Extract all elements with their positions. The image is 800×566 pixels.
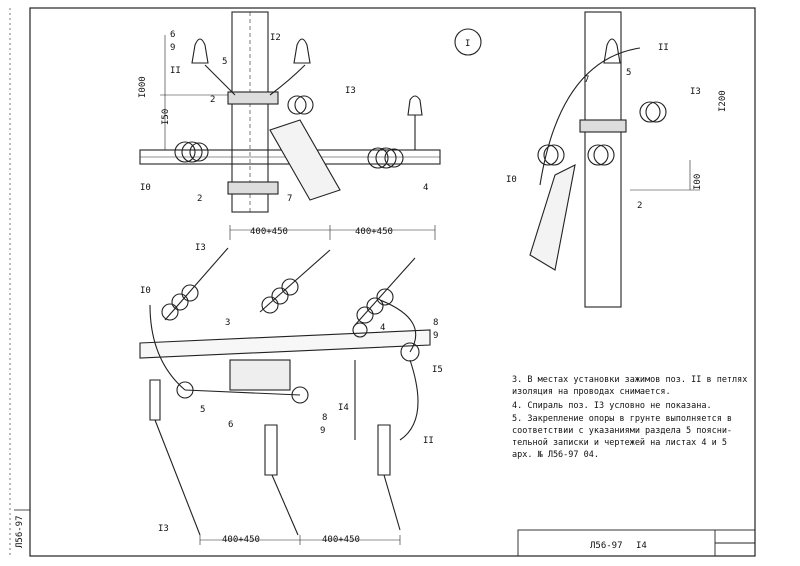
detail-marker: I	[465, 39, 470, 49]
pos-2b: 2	[197, 194, 202, 204]
pos-2a: 2	[210, 95, 215, 105]
pos-7: 7	[287, 194, 292, 204]
pos-13: I3	[345, 86, 356, 96]
pos-9: 9	[170, 43, 175, 53]
note-line-3: 5. Закрепление опоры в грунте выполняетс…	[512, 414, 732, 424]
pos-6: 6	[170, 30, 175, 40]
note-line-1: изоляция на проводах снимается.	[512, 387, 671, 397]
view-top-left	[139, 11, 441, 213]
title-stamp	[517, 529, 756, 557]
pos-6-p: 6	[228, 420, 233, 430]
dim-150: I50	[161, 109, 171, 125]
note-line-2: 4. Спираль поз. I3 условно не показана.	[512, 401, 712, 411]
detail-marker-circle	[454, 28, 482, 56]
note-line-0: 3. В местах установки зажимов поз. II в …	[512, 375, 747, 385]
pos-2-r: 2	[637, 201, 642, 211]
sheet-frame	[9, 7, 756, 557]
note-line-6: арх. № Л56-97 04.	[512, 450, 599, 460]
stamp-code: Л56-97	[590, 541, 623, 551]
pos-14-p: I4	[338, 403, 349, 413]
pos-13-p: I3	[195, 243, 206, 253]
stamp-sheet: I4	[636, 541, 647, 551]
view-plan-labels: 400+450 400+450 I3 I0 3 4 8 9 I5 5 6 8 9…	[140, 227, 443, 545]
pos-11-r: II	[658, 43, 669, 53]
view-top-right-labels: II 5 7 I3 I0 2 I200 I00	[506, 43, 728, 211]
dim-span-br: 400+450	[322, 535, 360, 545]
view-plan	[139, 225, 436, 545]
pos-11-p: II	[423, 436, 434, 446]
pos-8-p: 8	[433, 318, 438, 328]
pos-10-p: I0	[140, 286, 151, 296]
dim-1000: I000	[138, 76, 148, 98]
note-line-5: тельной записки и чертежей на листах 4 и…	[512, 438, 727, 448]
pos-4: 4	[423, 183, 428, 193]
dim-100: I00	[693, 174, 703, 190]
notes: 3. В местах установки зажимов поз. II в …	[512, 375, 747, 460]
note-line-4: соответствии с указаниями раздела 5 пояс…	[512, 426, 732, 436]
pos-9b-p: 9	[320, 426, 325, 436]
pos-13b-p: I3	[158, 524, 169, 534]
side-code: Л56-97	[15, 515, 25, 548]
pos-8b-p: 8	[322, 413, 327, 423]
pos-10: I0	[140, 183, 151, 193]
pos-5-r: 5	[626, 68, 631, 78]
pos-12: I2	[270, 33, 281, 43]
dim-1200: I200	[718, 90, 728, 112]
dim-span-tl: 400+450	[250, 227, 288, 237]
pos-11: II	[170, 66, 181, 76]
view-top-right	[529, 11, 700, 308]
pos-13-r: I3	[690, 87, 701, 97]
pos-5-p: 5	[200, 405, 205, 415]
pole-right	[584, 11, 622, 308]
dim-span-tr: 400+450	[355, 227, 393, 237]
pos-10-r: I0	[506, 175, 517, 185]
pos-4-p: 4	[380, 323, 385, 333]
pos-5: 5	[222, 57, 227, 67]
pos-9-p: 9	[433, 331, 438, 341]
pos-7-r: 7	[584, 75, 589, 85]
pos-15-p: I5	[432, 365, 443, 375]
view-top-left-labels: 6 9 I2 5 II 2 I3 I0 2 7 4 I000 I50	[138, 30, 428, 204]
pos-3-p: 3	[225, 318, 230, 328]
dim-span-bl: 400+450	[222, 535, 260, 545]
